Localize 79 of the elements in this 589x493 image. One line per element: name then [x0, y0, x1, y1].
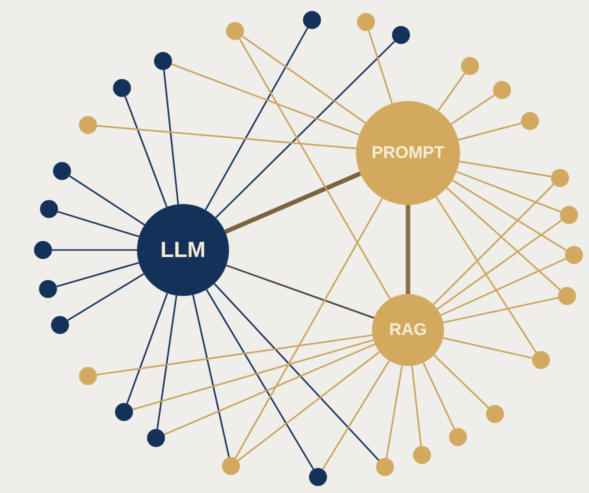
connector-line [224, 172, 362, 234]
connector-line [459, 160, 552, 178]
dot-node [532, 351, 550, 369]
connector-line [234, 198, 384, 459]
connector-line [442, 337, 532, 359]
connector-line [242, 36, 366, 124]
connector-line [406, 205, 410, 294]
connector-line [69, 175, 145, 226]
dot-node [79, 116, 97, 134]
connector-line [238, 351, 380, 462]
dot-node [53, 162, 71, 180]
connector-line [456, 170, 561, 213]
dot-node [560, 206, 578, 224]
dot-node [113, 79, 131, 97]
dot-node [486, 405, 504, 423]
connector-line [433, 354, 490, 408]
hub-label: PROMPT [372, 143, 444, 163]
dot-node [413, 446, 431, 464]
connector-line [96, 334, 372, 376]
dot-node [147, 429, 165, 447]
connector-line [56, 262, 140, 288]
dot-node [222, 457, 240, 475]
dot-node [493, 81, 511, 99]
connector-line [126, 292, 168, 404]
connector-line [438, 72, 466, 112]
connector-line [411, 366, 422, 446]
dot-node [376, 458, 394, 476]
connector-line [435, 196, 537, 353]
connector-line [458, 122, 522, 141]
dot-node [303, 11, 321, 29]
dot-node [34, 241, 52, 259]
hub-circle [137, 204, 229, 296]
connector-line [436, 220, 562, 310]
connector-line [215, 40, 396, 218]
hub-label: LLM [160, 237, 206, 263]
dot-node [51, 316, 69, 334]
dot-node [565, 246, 583, 264]
connector-line [452, 180, 567, 251]
dot-node [558, 287, 576, 305]
connector-line [204, 27, 308, 210]
dot-node [392, 26, 410, 44]
connector-line [192, 294, 230, 458]
connector-line [164, 343, 376, 436]
dot-node [461, 57, 479, 75]
connector-line [214, 283, 380, 461]
connector-line [52, 249, 137, 251]
dot-node [154, 52, 172, 70]
connector-line [132, 339, 374, 410]
dot-node [40, 200, 58, 218]
connector-line [386, 365, 403, 458]
connector-line [206, 289, 314, 470]
dot-node [39, 280, 57, 298]
connector-line [156, 295, 178, 430]
hub-label: RAG [389, 320, 427, 340]
dot-node [521, 112, 539, 130]
connector-line [368, 30, 393, 104]
connector-line [446, 187, 561, 291]
connector-line [57, 210, 140, 238]
dot-node [551, 169, 569, 187]
connector-line [450, 94, 495, 125]
connector-line [422, 362, 455, 430]
dot-node [226, 22, 244, 40]
connector-line [96, 124, 356, 150]
connector-line [171, 63, 360, 136]
connector-line [443, 297, 558, 324]
connector-line [226, 264, 374, 319]
connector-line [124, 96, 168, 208]
dot-node [357, 13, 375, 31]
dot-node [115, 403, 133, 421]
dot-node [449, 428, 467, 446]
connector-line [67, 273, 144, 321]
dot-node [79, 367, 97, 385]
dot-node [309, 468, 327, 486]
connector-line [163, 70, 179, 204]
connector-line [440, 258, 566, 316]
connector-line [432, 184, 554, 306]
hub-circle [372, 294, 444, 366]
connector-line [322, 360, 390, 470]
connector-line [238, 38, 391, 300]
